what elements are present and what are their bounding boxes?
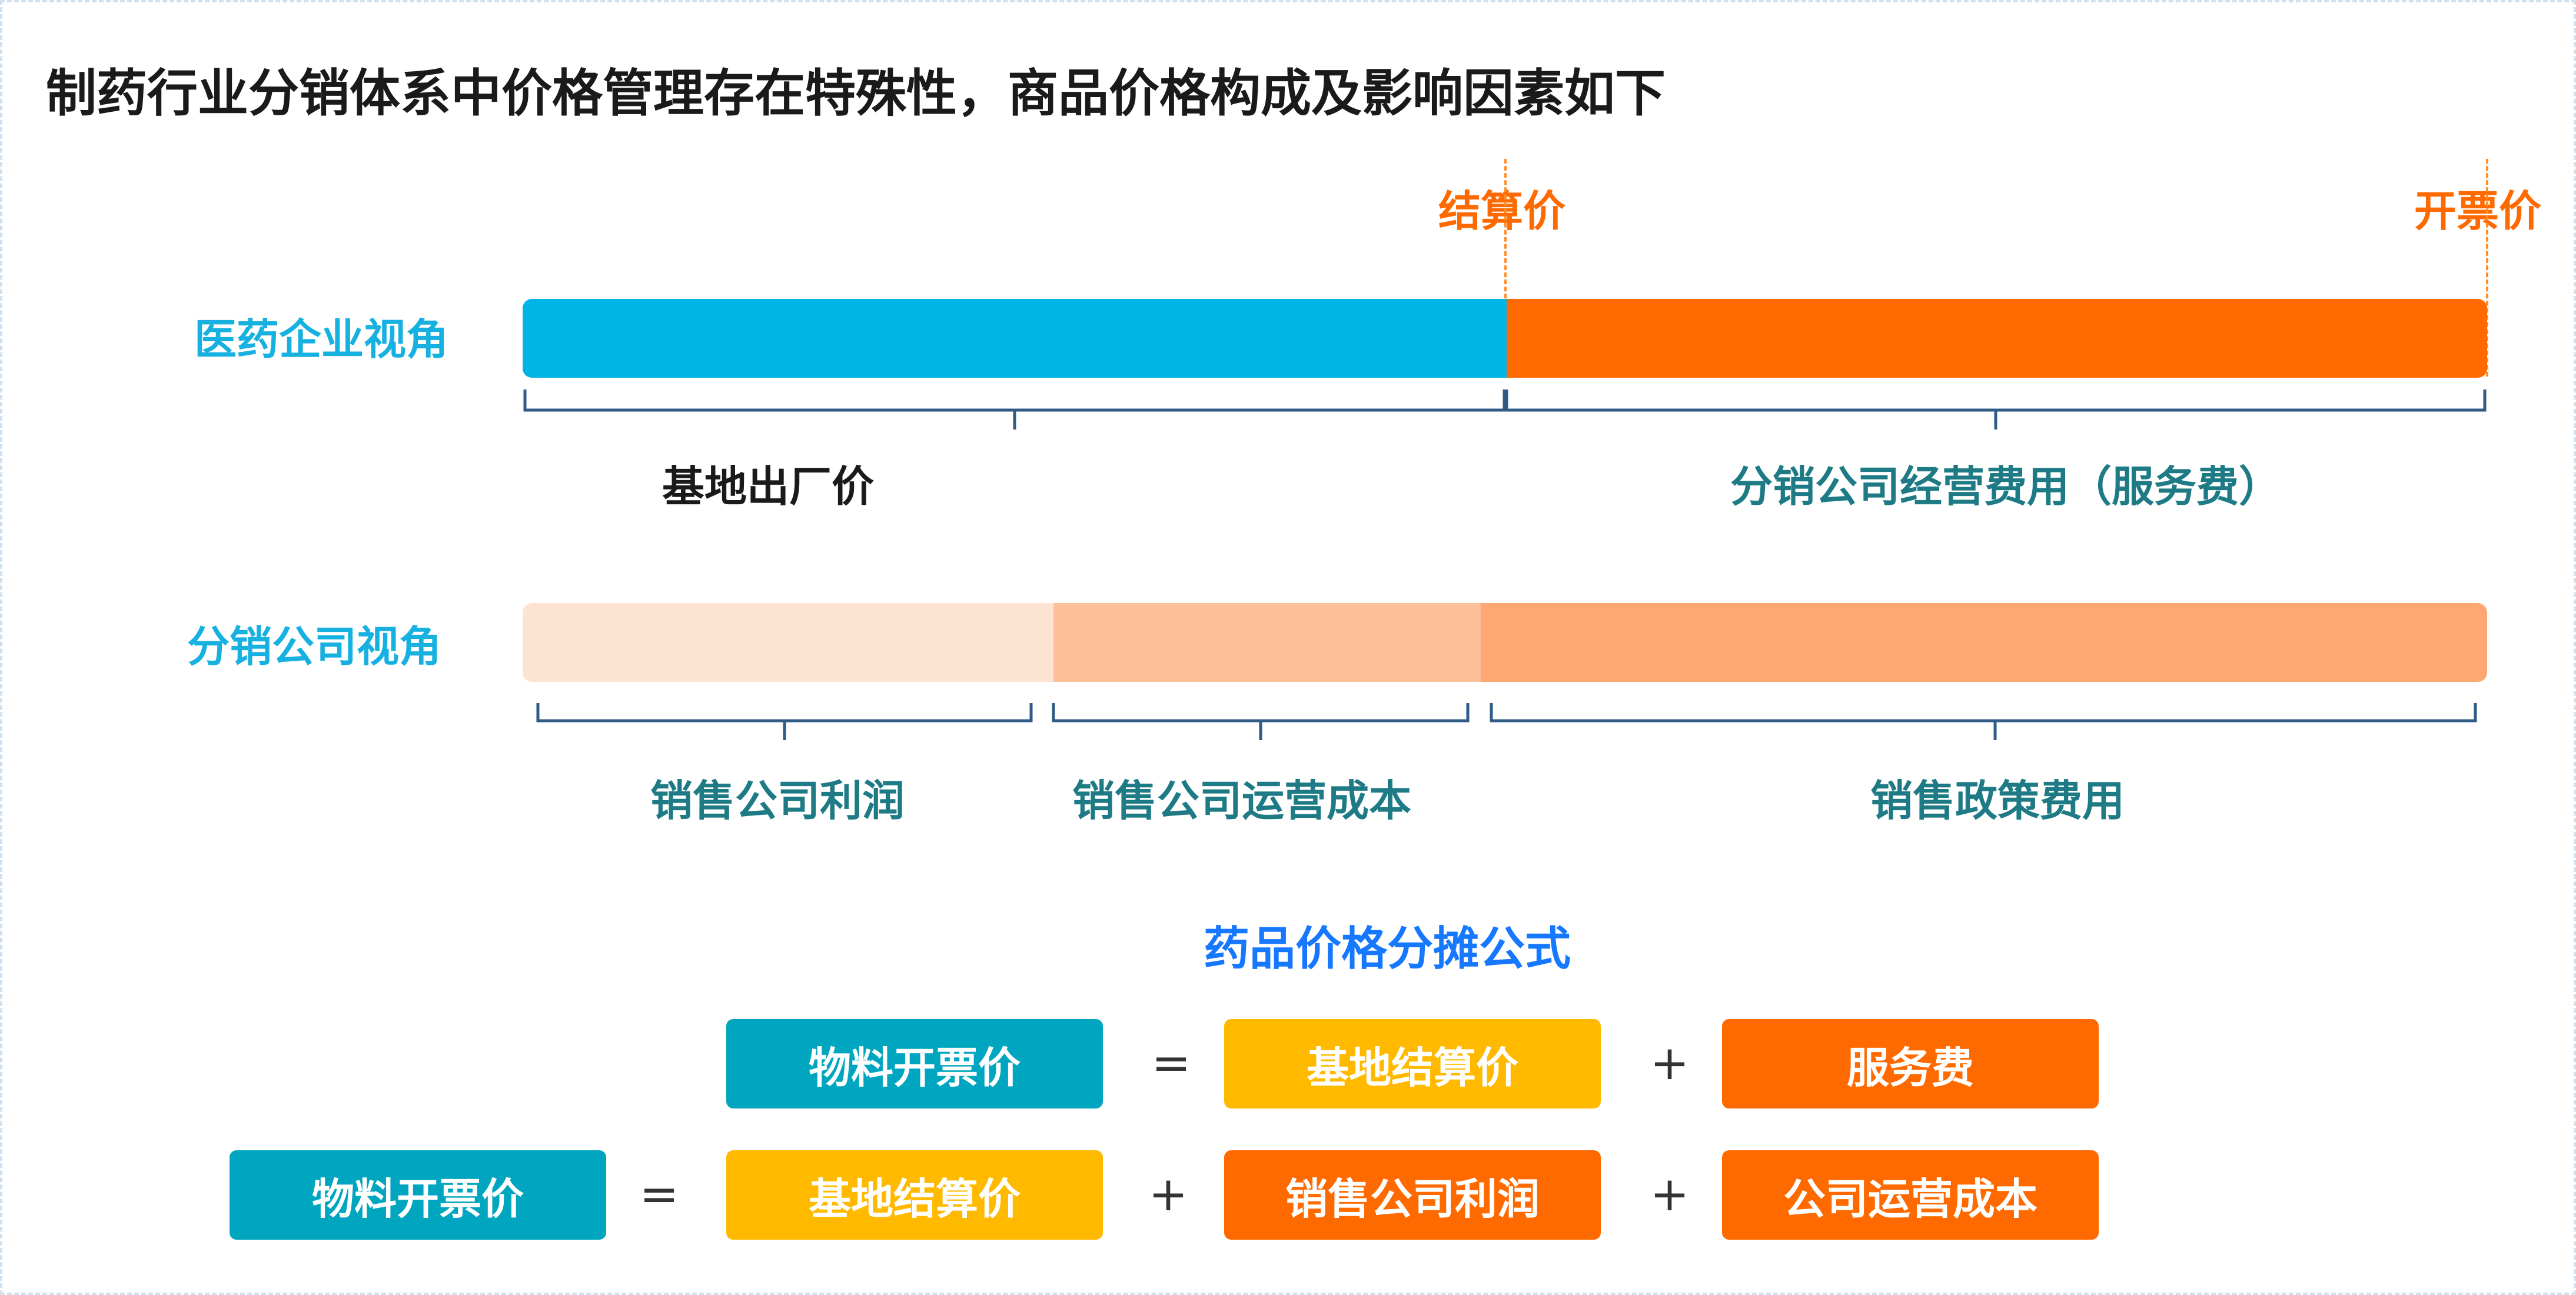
- enterprise-view-label: 医药企业视角: [194, 315, 449, 364]
- operating-cost-text: 销售公司运营成本: [1072, 776, 1412, 825]
- formula1-settlement-box: 基地结算价: [1224, 1019, 1601, 1108]
- formula1-equals: =: [1151, 1036, 1191, 1090]
- sales-profit-bar: [523, 603, 1053, 682]
- policy-fee-text: 销售政策费用: [1870, 776, 2125, 825]
- formula2-plus-2: +: [1650, 1167, 1690, 1221]
- distributor-view-label: 分销公司视角: [187, 622, 442, 671]
- operating-cost-bracket: [1052, 703, 1470, 740]
- page-title: 制药行业分销体系中价格管理存在特殊性，商品价格构成及影响因素如下: [46, 64, 1666, 123]
- operating-cost-bar: [1053, 603, 1481, 682]
- settlement-price-label: 结算价: [1438, 187, 1566, 236]
- formula1-invoice-price-box: 物料开票价: [726, 1019, 1103, 1108]
- formula1-plus: +: [1650, 1036, 1690, 1090]
- service-fee-text: 分销公司经营费用（服务费）: [1730, 462, 2282, 511]
- formula-title: 药品价格分摊公式: [1204, 923, 1571, 976]
- formula2-equals: =: [639, 1167, 679, 1221]
- factory-price-bracket: [523, 390, 1506, 430]
- service-fee-bracket: [1505, 390, 2487, 430]
- factory-price-bar: [523, 299, 1507, 378]
- formula2-plus-1: +: [1148, 1167, 1188, 1221]
- settlement-price-line: [1504, 159, 1507, 377]
- invoice-price-line: [2486, 159, 2488, 377]
- formula2-settlement-box: 基地结算价: [726, 1150, 1103, 1240]
- sales-profit-bracket: [536, 703, 1033, 740]
- formula2-sales-profit-box: 销售公司利润: [1224, 1150, 1601, 1240]
- formula2-operating-cost-box: 公司运营成本: [1722, 1150, 2099, 1240]
- sales-profit-text: 销售公司利润: [650, 776, 905, 825]
- invoice-price-label: 开票价: [2414, 187, 2542, 236]
- service-fee-bar: [1507, 299, 2487, 378]
- factory-price-text: 基地出厂价: [662, 462, 875, 511]
- policy-fee-bar: [1481, 603, 2487, 682]
- formula1-service-fee-box: 服务费: [1722, 1019, 2099, 1108]
- formula2-invoice-price-box: 物料开票价: [230, 1150, 606, 1240]
- policy-fee-bracket: [1490, 703, 2477, 740]
